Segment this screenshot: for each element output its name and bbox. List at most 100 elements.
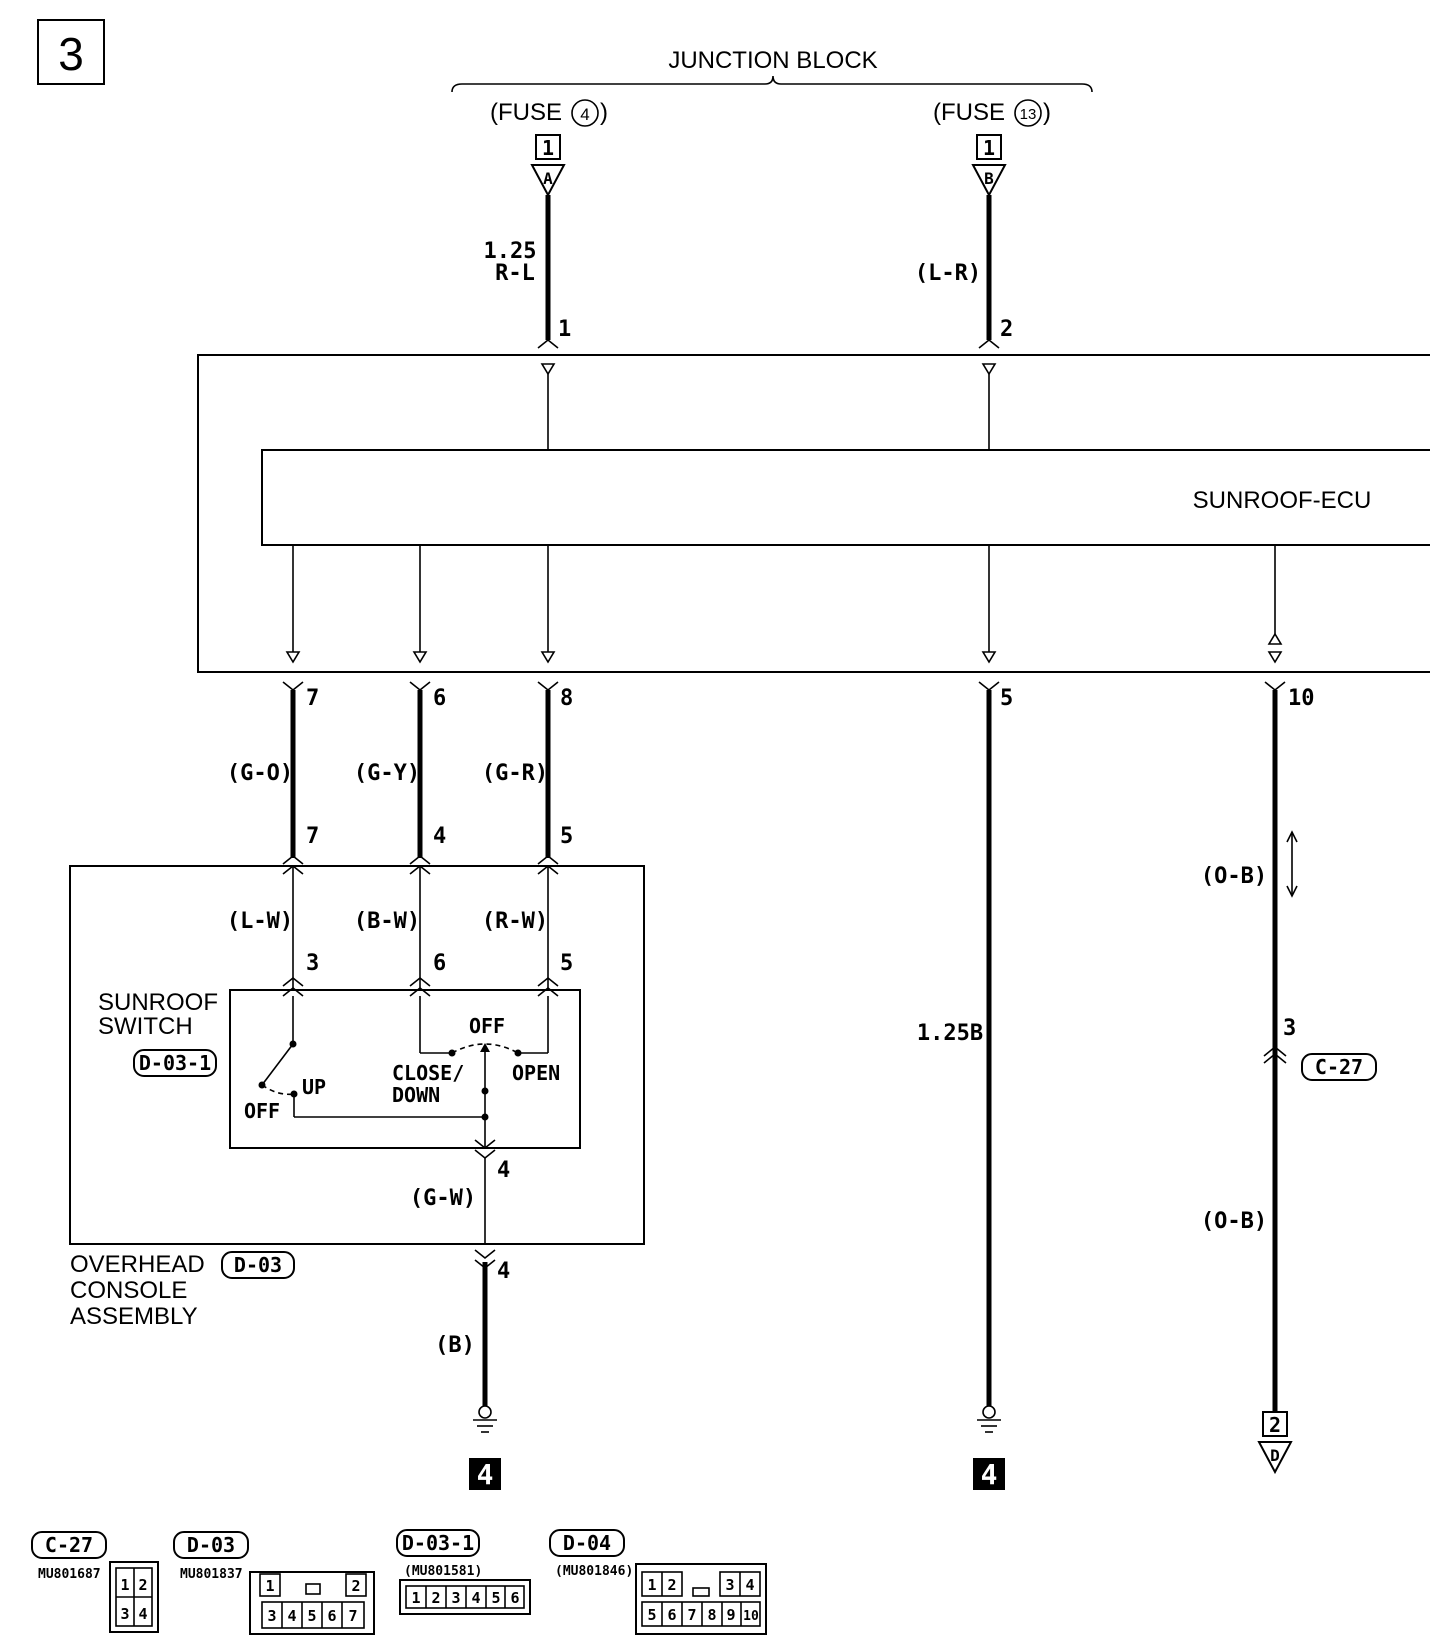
svg-text:1: 1 <box>558 317 571 342</box>
svg-text:5: 5 <box>560 824 573 849</box>
svg-text:(FUSE: (FUSE <box>490 99 562 126</box>
junction-block-label: JUNCTION BLOCK <box>668 47 877 74</box>
svg-text:D-03: D-03 <box>187 1533 235 1557</box>
svg-text:OFF: OFF <box>244 1099 280 1123</box>
page-number-box <box>37 19 105 85</box>
switch-contacts <box>258 996 549 1148</box>
ground-symbol-right <box>977 1405 1001 1433</box>
svg-text:4: 4 <box>745 1576 754 1594</box>
svg-text:(G-R): (G-R) <box>482 761 548 786</box>
svg-text:3: 3 <box>451 1589 460 1607</box>
fuse-4-connector-triangle <box>530 164 566 198</box>
svg-text:5: 5 <box>491 1589 500 1607</box>
svg-text:4: 4 <box>471 1589 480 1607</box>
input-arrow-1 <box>540 363 556 376</box>
svg-text:6: 6 <box>510 1589 519 1607</box>
svg-text:(G-Y): (G-Y) <box>354 761 420 786</box>
svg-text:5: 5 <box>560 951 573 976</box>
svg-text:(MU801581): (MU801581) <box>404 1564 482 1579</box>
svg-text:2: 2 <box>1269 1413 1281 1437</box>
svg-text:10: 10 <box>1288 686 1315 711</box>
ground-symbol-left <box>473 1405 497 1433</box>
svg-text:R-L: R-L <box>495 261 535 286</box>
pin-2-mark <box>978 338 1000 349</box>
svg-text:10: 10 <box>743 1609 759 1624</box>
sunroof-ecu-box <box>261 449 1430 546</box>
svg-text:2: 2 <box>431 1589 440 1607</box>
fuse-4-connector: (FUSE 4 ) 1 A <box>490 99 608 198</box>
svg-text:D-04: D-04 <box>563 1531 611 1555</box>
svg-text:1.25: 1.25 <box>484 239 537 264</box>
svg-text:1.25B: 1.25B <box>917 1021 983 1046</box>
svg-text:ASSEMBLY: ASSEMBLY <box>70 1303 198 1330</box>
svg-text:(L-R): (L-R) <box>915 261 981 286</box>
c27-connector-badge <box>1301 1053 1377 1081</box>
svg-text:SWITCH: SWITCH <box>98 1013 193 1040</box>
svg-text:(MU801846): (MU801846) <box>555 1564 633 1579</box>
svg-text:4: 4 <box>433 824 446 849</box>
svg-text:7: 7 <box>306 824 319 849</box>
bidirectional-signal-arrow <box>1286 830 1298 898</box>
svg-text:6: 6 <box>667 1606 676 1624</box>
svg-text:D-03-1: D-03-1 <box>402 1531 474 1555</box>
svg-text:1: 1 <box>411 1589 420 1607</box>
fuse-4-terminal-box <box>535 134 561 160</box>
svg-text:B: B <box>984 169 994 188</box>
svg-text:(FUSE: (FUSE <box>933 99 1005 126</box>
svg-text:OVERHEAD: OVERHEAD <box>70 1251 205 1278</box>
fuse-13-circle <box>1014 99 1042 127</box>
svg-text:(R-W): (R-W) <box>482 909 548 934</box>
pin-1-mark <box>537 338 559 349</box>
c27-connector: C-27 <box>1315 1055 1363 1079</box>
svg-text:2: 2 <box>1000 317 1013 342</box>
svg-text:1: 1 <box>542 136 554 160</box>
sunroof-switch-box <box>229 989 581 1149</box>
svg-text:7: 7 <box>687 1606 696 1624</box>
end-connector-triangle <box>1257 1441 1293 1475</box>
svg-text:4: 4 <box>497 1259 510 1284</box>
switch-connector-badge <box>133 1049 217 1077</box>
console-connector: D-03 <box>234 1253 282 1277</box>
svg-text:3: 3 <box>725 1576 734 1594</box>
sunroof-ecu-label: SUNROOF-ECU <box>1193 487 1372 514</box>
svg-text:6: 6 <box>433 686 446 711</box>
end-terminal-box <box>1262 1411 1288 1437</box>
ground-ref-box-left <box>469 1458 501 1490</box>
svg-text:(B): (B) <box>435 1333 475 1358</box>
overhead-console-box <box>69 865 645 1245</box>
svg-text:): ) <box>600 99 608 126</box>
connector-legend-d03: D-03 MU801837 1 2 3 4 5 6 7 <box>173 1531 375 1635</box>
svg-text:MU801837: MU801837 <box>180 1567 243 1582</box>
svg-text:(G-W): (G-W) <box>410 1186 476 1211</box>
svg-text:C-27: C-27 <box>45 1533 93 1557</box>
fuse-4-circle <box>571 99 599 127</box>
svg-text:D: D <box>1270 1446 1280 1465</box>
svg-text:OFF: OFF <box>469 1014 505 1038</box>
svg-text:3: 3 <box>1283 1016 1296 1041</box>
svg-text:3: 3 <box>120 1605 129 1623</box>
svg-text:(O-B): (O-B) <box>1201 864 1267 889</box>
svg-text:6: 6 <box>433 951 446 976</box>
svg-text:MU801687: MU801687 <box>38 1567 101 1582</box>
svg-text:DOWN: DOWN <box>392 1083 440 1107</box>
junction-block-brace <box>451 75 1093 93</box>
sunroof-unit-outline <box>197 354 1430 673</box>
console-connector-badge <box>221 1251 295 1279</box>
fuse-13-connector-triangle <box>971 164 1007 198</box>
fuse-13-connector: (FUSE 13 ) 1 B <box>933 99 1051 198</box>
svg-text:1: 1 <box>983 136 995 160</box>
fuse-13-terminal-box <box>976 134 1002 160</box>
c27-pin-mark <box>1263 1045 1287 1064</box>
page-number: 3 <box>58 28 84 80</box>
svg-text:CONSOLE: CONSOLE <box>70 1277 187 1304</box>
svg-text:8: 8 <box>560 686 573 711</box>
svg-text:UP: UP <box>302 1075 326 1099</box>
svg-text:3: 3 <box>306 951 319 976</box>
svg-text:OPEN: OPEN <box>512 1061 560 1085</box>
svg-text:2: 2 <box>351 1577 360 1595</box>
svg-text:5: 5 <box>307 1607 316 1625</box>
connector-legend-d03-1: D-03-1 (MU801581) 1 2 3 4 5 6 <box>396 1529 531 1615</box>
svg-text:(L-W): (L-W) <box>227 909 293 934</box>
svg-text:(O-B): (O-B) <box>1201 1209 1267 1234</box>
